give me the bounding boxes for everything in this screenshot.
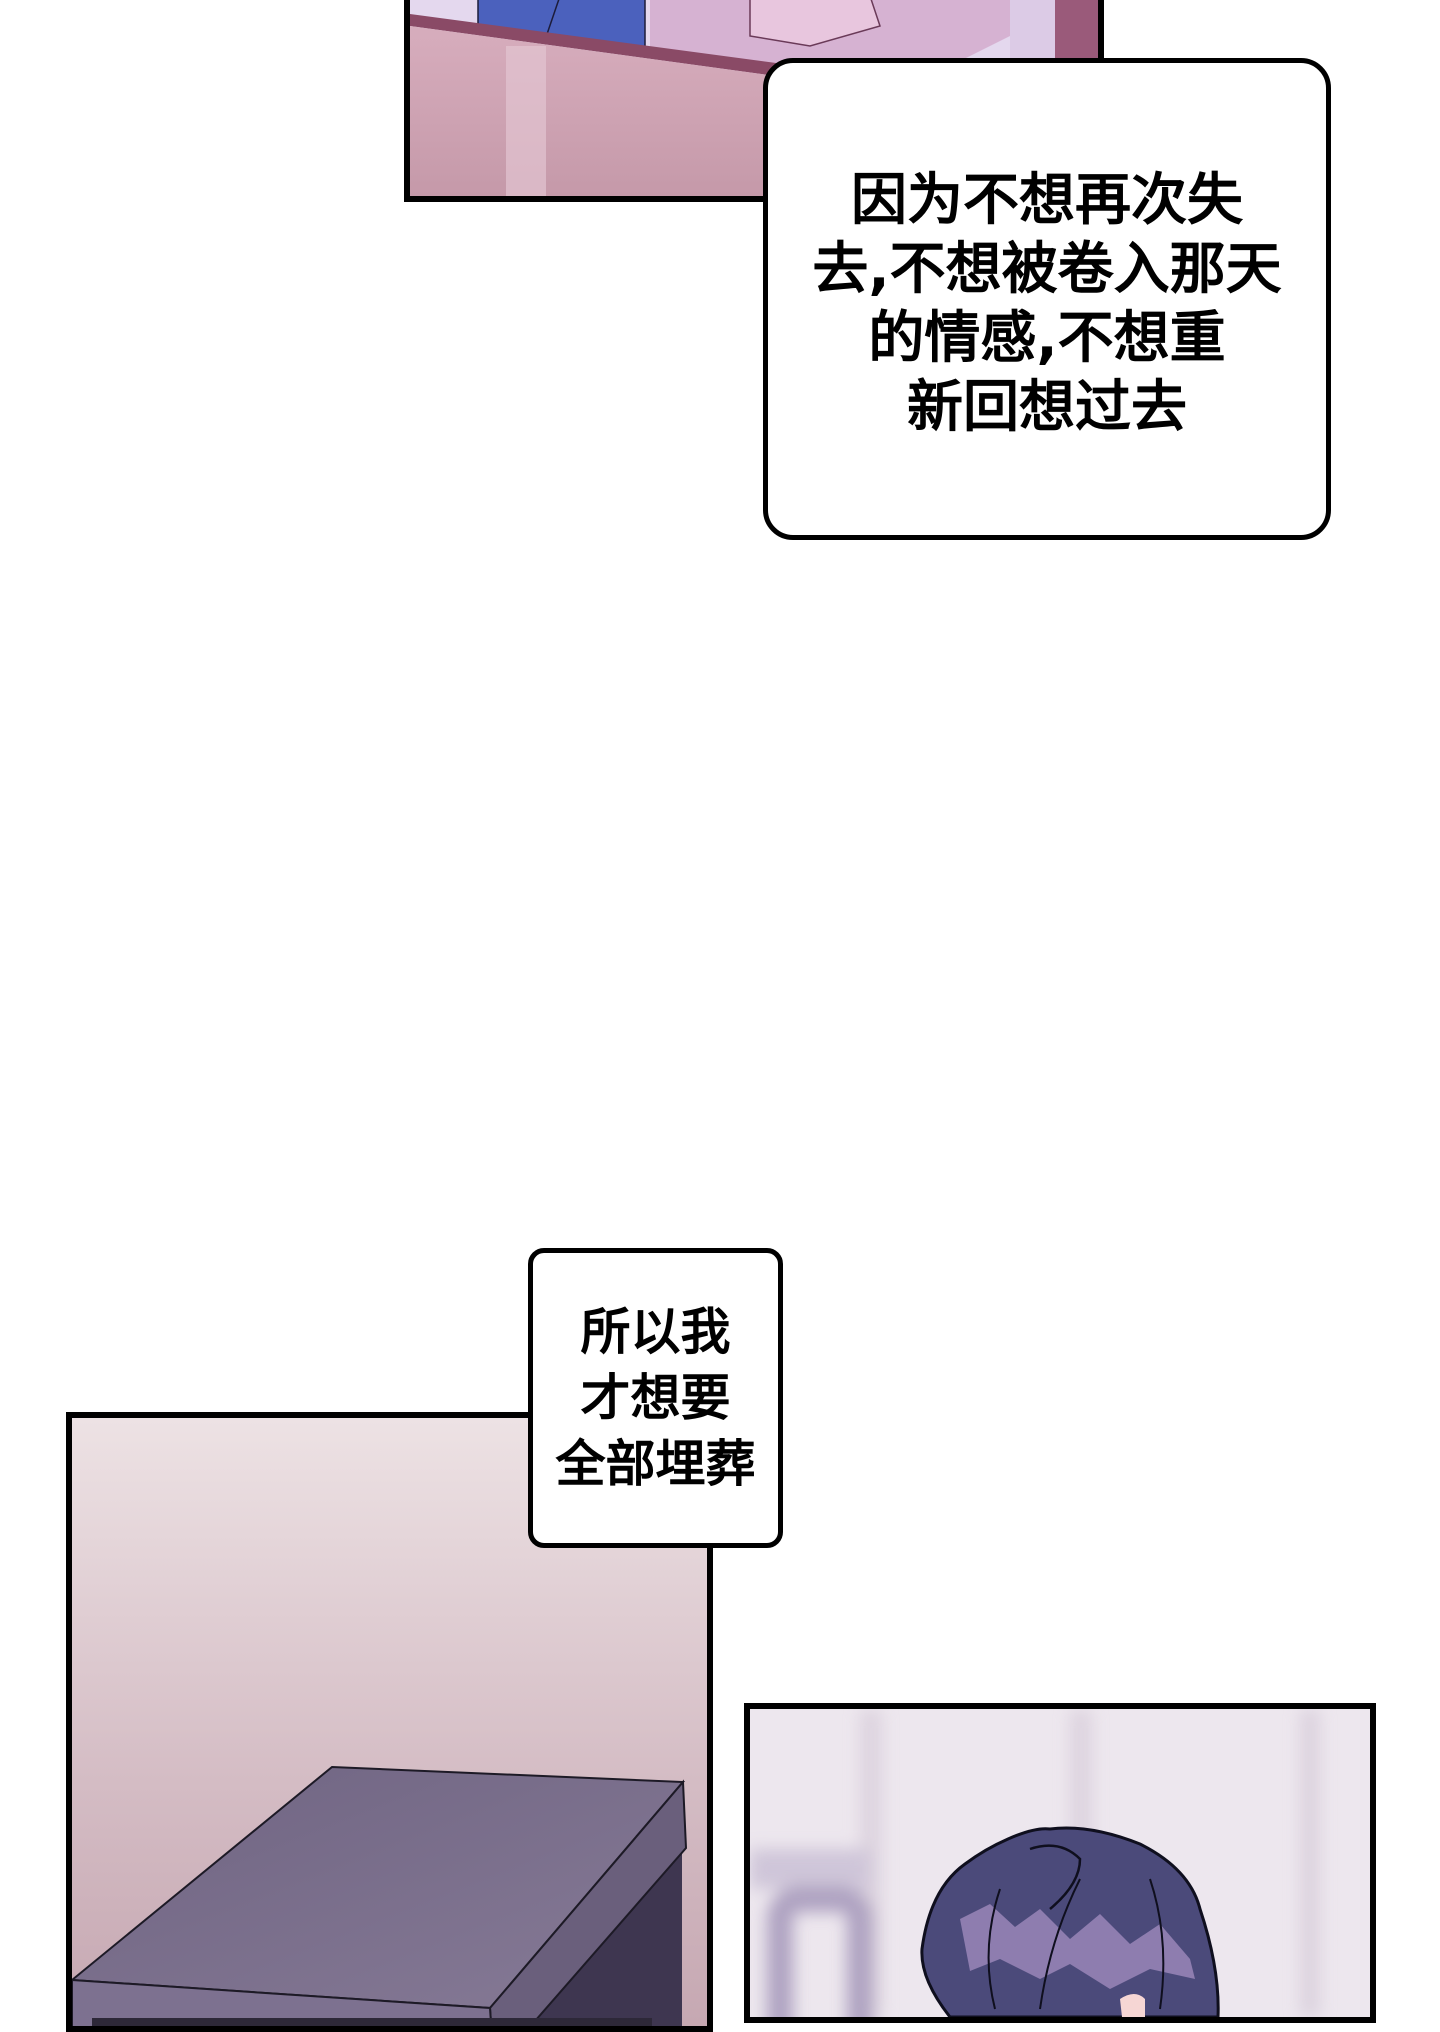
speech-bubble-1: 因为不想再次失 去,不想被卷入那天 的情感,不想重 新回想过去	[763, 58, 1331, 540]
bubble-2-line-1: 所以我	[580, 1303, 731, 1361]
bubble-1-line-4: 新回想过去	[907, 375, 1187, 440]
panel-3-artwork	[750, 1709, 1370, 2017]
speech-bubble-2: 所以我 才想要 全部埋葬	[528, 1248, 783, 1548]
bubble-1-line-1: 因为不想再次失	[851, 168, 1243, 233]
bubble-2-line-3: 全部埋葬	[555, 1435, 756, 1493]
bubble-2-line-2: 才想要	[580, 1369, 731, 1427]
comic-panel-2	[66, 1412, 713, 2032]
comic-panel-3	[744, 1703, 1376, 2023]
bubble-1-line-2: 去,不想被卷入那天	[812, 237, 1282, 302]
panel-2-artwork	[72, 1418, 707, 2026]
bubble-1-line-3: 的情感,不想重	[868, 306, 1226, 371]
